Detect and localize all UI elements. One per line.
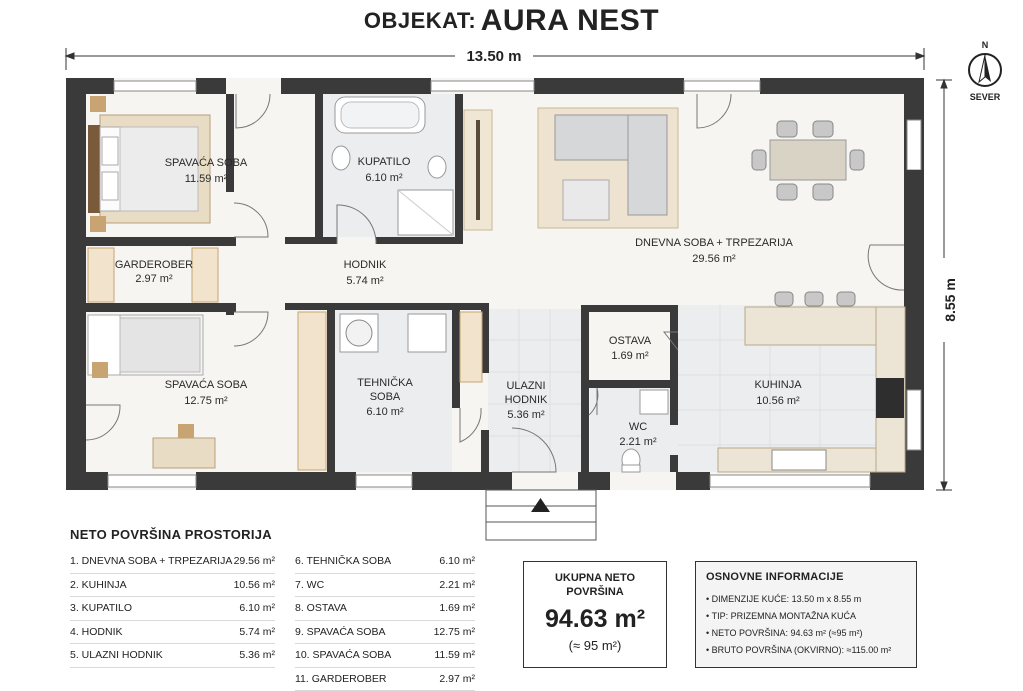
label-wc: WC <box>629 421 647 433</box>
info-item: • TIP: PRIZEMNA MONTAŽNA KUĆA <box>706 608 906 625</box>
total-value: 94.63 m² <box>524 605 666 634</box>
area-dnevna: 29.56 m² <box>692 253 736 265</box>
area-wc: 2.21 m² <box>619 436 657 448</box>
width-label: 13.50 m <box>466 48 521 65</box>
label-ulazni-1: ULAZNI <box>506 380 545 392</box>
area-spavaca-2: 12.75 m² <box>184 395 228 407</box>
label-kuhinja: KUHINJA <box>754 379 802 391</box>
label-spavaca-2: SPAVAĆA SOBA <box>165 378 248 391</box>
label-garderober: GARDEROBER <box>115 259 193 271</box>
info-item: • NETO POVRŠINA: 94.63 m² (≈95 m²) <box>706 625 906 642</box>
area-tehnicka: 6.10 m² <box>366 406 404 418</box>
north-indicator: N SEVER <box>957 40 1013 102</box>
label-tehnicka-1: TEHNIČKA <box>357 376 413 389</box>
area-kuhinja: 10.56 m² <box>756 395 800 407</box>
label-tehnicka-2: SOBA <box>370 391 401 403</box>
info-box: OSNOVNE INFORMACIJE • DIMENZIJE KUĆE: 13… <box>695 561 917 668</box>
info-item: • BRUTO POVRŠINA (OKVIRNO): ≈115.00 m² <box>706 642 906 659</box>
label-dnevna: DNEVNA SOBA + TRPEZARIJA <box>635 237 793 249</box>
area-ulazni: 5.36 m² <box>507 409 545 421</box>
area-legend: NETO POVRŠINA PROSTORIJA 1. DNEVNA SOBA … <box>70 527 480 691</box>
label-spavaca-1: SPAVAĆA SOBA <box>165 156 248 169</box>
area-ostava: 1.69 m² <box>611 350 649 362</box>
total-approx: (≈ 95 m²) <box>524 638 666 653</box>
area-garderober: 2.97 m² <box>135 273 173 285</box>
label-hodnik: HODNIK <box>344 259 387 271</box>
entrance-steps <box>486 490 596 540</box>
height-label: 8.55 m <box>942 278 958 322</box>
north-label: SEVER <box>957 92 1013 102</box>
label-ostava: OSTAVA <box>609 335 652 347</box>
area-spavaca-1: 11.59 m² <box>185 173 228 185</box>
info-item: • DIMENZIJE KUĆE: 13.50 m x 8.55 m <box>706 591 906 608</box>
north-letter: N <box>957 40 1013 50</box>
area-kupatilo: 6.10 m² <box>365 172 403 184</box>
area-hodnik: 5.74 m² <box>346 275 384 287</box>
info-title: OSNOVNE INFORMACIJE <box>706 571 906 583</box>
legend-title: NETO POVRŠINA PROSTORIJA <box>70 527 480 542</box>
label-kupatilo: KUPATILO <box>358 156 411 168</box>
label-ulazni-2: HODNIK <box>505 394 548 406</box>
